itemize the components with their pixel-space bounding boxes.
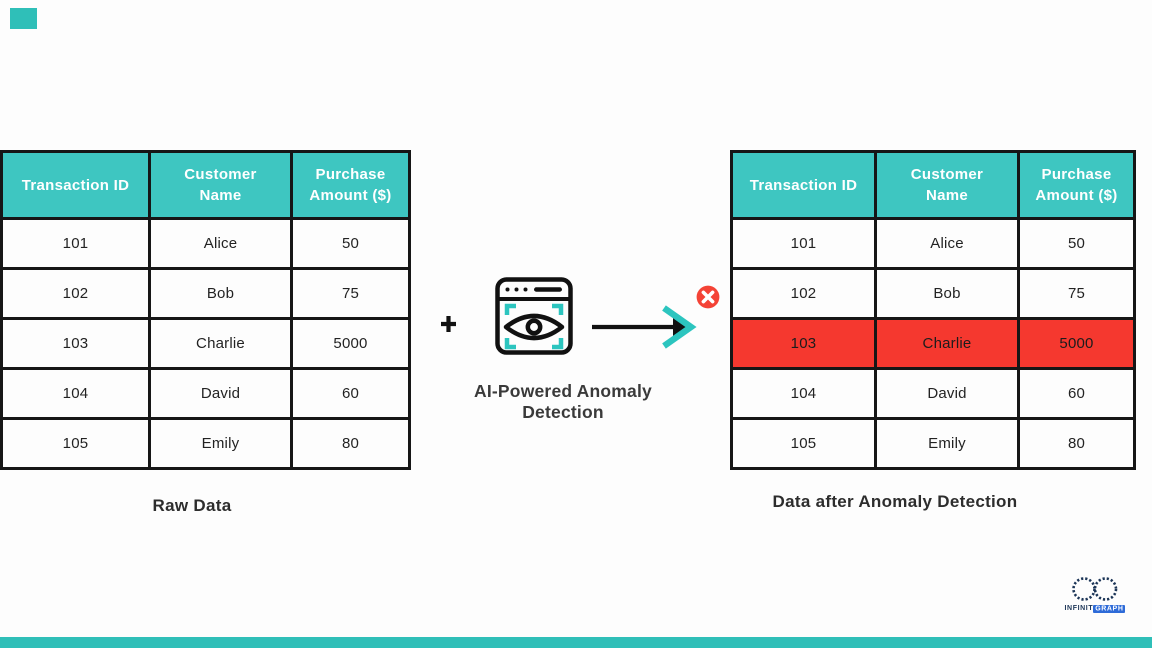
logo-text-secondary: GRAPH <box>1093 604 1126 613</box>
table-cell: Charlie <box>148 317 293 370</box>
table-cell: 80 <box>1017 417 1136 470</box>
table-cell: Alice <box>874 217 1020 270</box>
table-cell: 75 <box>1017 267 1136 320</box>
arrow-right-icon <box>592 305 697 349</box>
table-cell: Charlie <box>874 317 1020 370</box>
table-cell: 105 <box>730 417 877 470</box>
browser-eye-scan-icon <box>495 277 573 355</box>
table-cell: 60 <box>290 367 411 420</box>
plus-icon <box>441 316 456 332</box>
raw-data-caption: Raw Data <box>152 496 232 515</box>
table-cell: 5000 <box>290 317 411 370</box>
column-header: Transaction ID <box>730 150 877 220</box>
table-cell: 50 <box>1017 217 1136 270</box>
table-cell: 101 <box>0 217 151 270</box>
table-cell: 104 <box>0 367 151 420</box>
table-cell: Emily <box>874 417 1020 470</box>
anomaly-detection-graphic <box>441 277 720 355</box>
teal-footer-bar <box>0 637 1152 648</box>
table-cell: David <box>874 367 1020 420</box>
table-cell: 104 <box>730 367 877 420</box>
table-cell: 102 <box>0 267 151 320</box>
column-header: Purchase Amount ($) <box>1017 150 1136 220</box>
process-label: AI-Powered Anomaly Detection <box>474 381 652 422</box>
table-cell: 80 <box>290 417 411 470</box>
table-cell: Bob <box>148 267 293 320</box>
column-header: Transaction ID <box>0 150 151 220</box>
column-header: Customer Name <box>148 150 293 220</box>
table-cell: 5000 <box>1017 317 1136 370</box>
result-caption: Data after Anomaly Detection <box>772 492 1018 511</box>
table-cell: 103 <box>0 317 151 370</box>
table-cell: 75 <box>290 267 411 320</box>
table-cell: David <box>148 367 293 420</box>
column-header: Purchase Amount ($) <box>290 150 411 220</box>
table-cell: 60 <box>1017 367 1136 420</box>
teal-corner-mark <box>10 8 37 29</box>
logo-text-primary: INFINIT <box>1064 605 1094 612</box>
table-cell: 50 <box>290 217 411 270</box>
table-cell: 102 <box>730 267 877 320</box>
red-x-badge-icon <box>696 285 720 309</box>
table-cell: 105 <box>0 417 151 470</box>
infinity-icon <box>1072 577 1118 601</box>
table-cell: 101 <box>730 217 877 270</box>
table-cell: Emily <box>148 417 293 470</box>
table-cell: Bob <box>874 267 1020 320</box>
table-cell: Alice <box>148 217 293 270</box>
column-header: Customer Name <box>874 150 1020 220</box>
table-cell: 103 <box>730 317 877 370</box>
